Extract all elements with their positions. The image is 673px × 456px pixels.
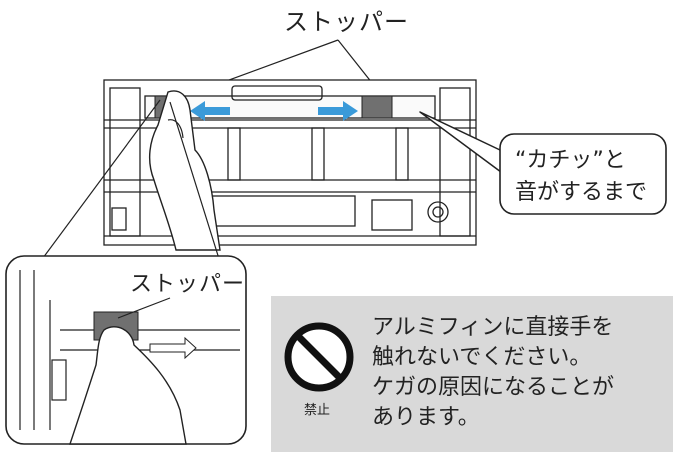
callout-line: “カチッ”と [515, 148, 626, 173]
warning-line: ケガの原因になることが [372, 375, 615, 400]
callout-bubble [419, 111, 667, 215]
warning-line: 触れないでください。 [372, 345, 592, 370]
hand-inset [69, 326, 187, 445]
inset-detail [5, 255, 247, 445]
stopper-right [361, 95, 393, 119]
stopper-label-inset: ストッパー [130, 272, 246, 297]
magnify-line-1 [39, 99, 161, 263]
callout-line: 音がするまで [515, 180, 648, 205]
magnify-line-2 [169, 101, 221, 263]
prohibition-label: 禁止 [304, 403, 331, 418]
prohibition-icon [284, 322, 354, 392]
slide-arrows [190, 101, 358, 121]
hand-main [148, 90, 221, 251]
warning-text: アルミフィンに直接手を 触れないでください。 ケガの原因になることが あります。 [372, 313, 672, 433]
stopper-label-top: ストッパー [284, 8, 409, 36]
warning-line: あります。 [372, 405, 480, 430]
warning-line: アルミフィンに直接手を [372, 315, 614, 340]
callout-text: “カチッ”と 音がするまで [515, 145, 673, 209]
